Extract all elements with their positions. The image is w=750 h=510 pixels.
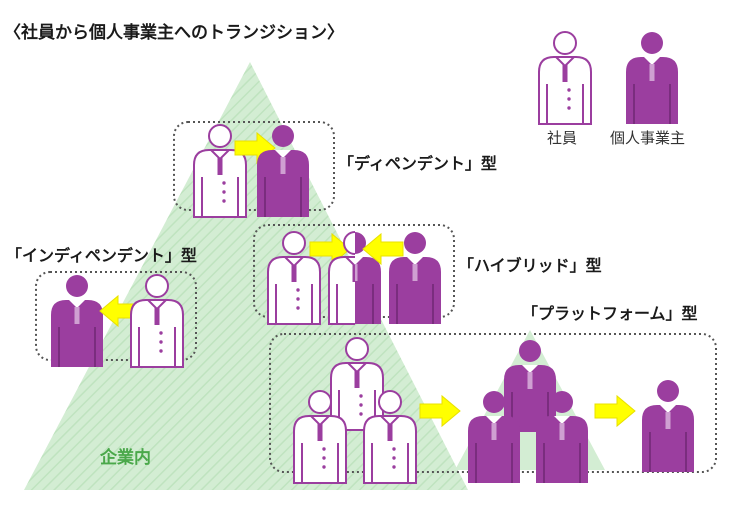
- sole-proprietor-person-icon: [641, 379, 695, 473]
- independent-type-label: 「インディペンデント」型: [6, 246, 197, 265]
- arrow-right-icon: [594, 395, 636, 427]
- sole-proprietor-person-icon: [50, 274, 104, 368]
- legend-employee-label: 社員: [547, 129, 578, 147]
- diagram-title: 〈社員から個人事業主へのトランジション〉: [4, 23, 344, 43]
- legend-sole-proprietor-icon: [625, 31, 679, 125]
- independent-box: [35, 271, 197, 361]
- hybrid-type-label: 「ハイブリッド」型: [458, 256, 602, 275]
- legend-sole-proprietor-label: 個人事業主: [610, 129, 686, 147]
- dependent-type-label: 「ディペンデント」型: [338, 154, 497, 173]
- platform-type-label: 「プラットフォーム」型: [522, 304, 698, 323]
- legend-employee-icon: [538, 31, 592, 125]
- inside-company-label: 企業内: [100, 448, 151, 468]
- dependent-box: [173, 121, 335, 211]
